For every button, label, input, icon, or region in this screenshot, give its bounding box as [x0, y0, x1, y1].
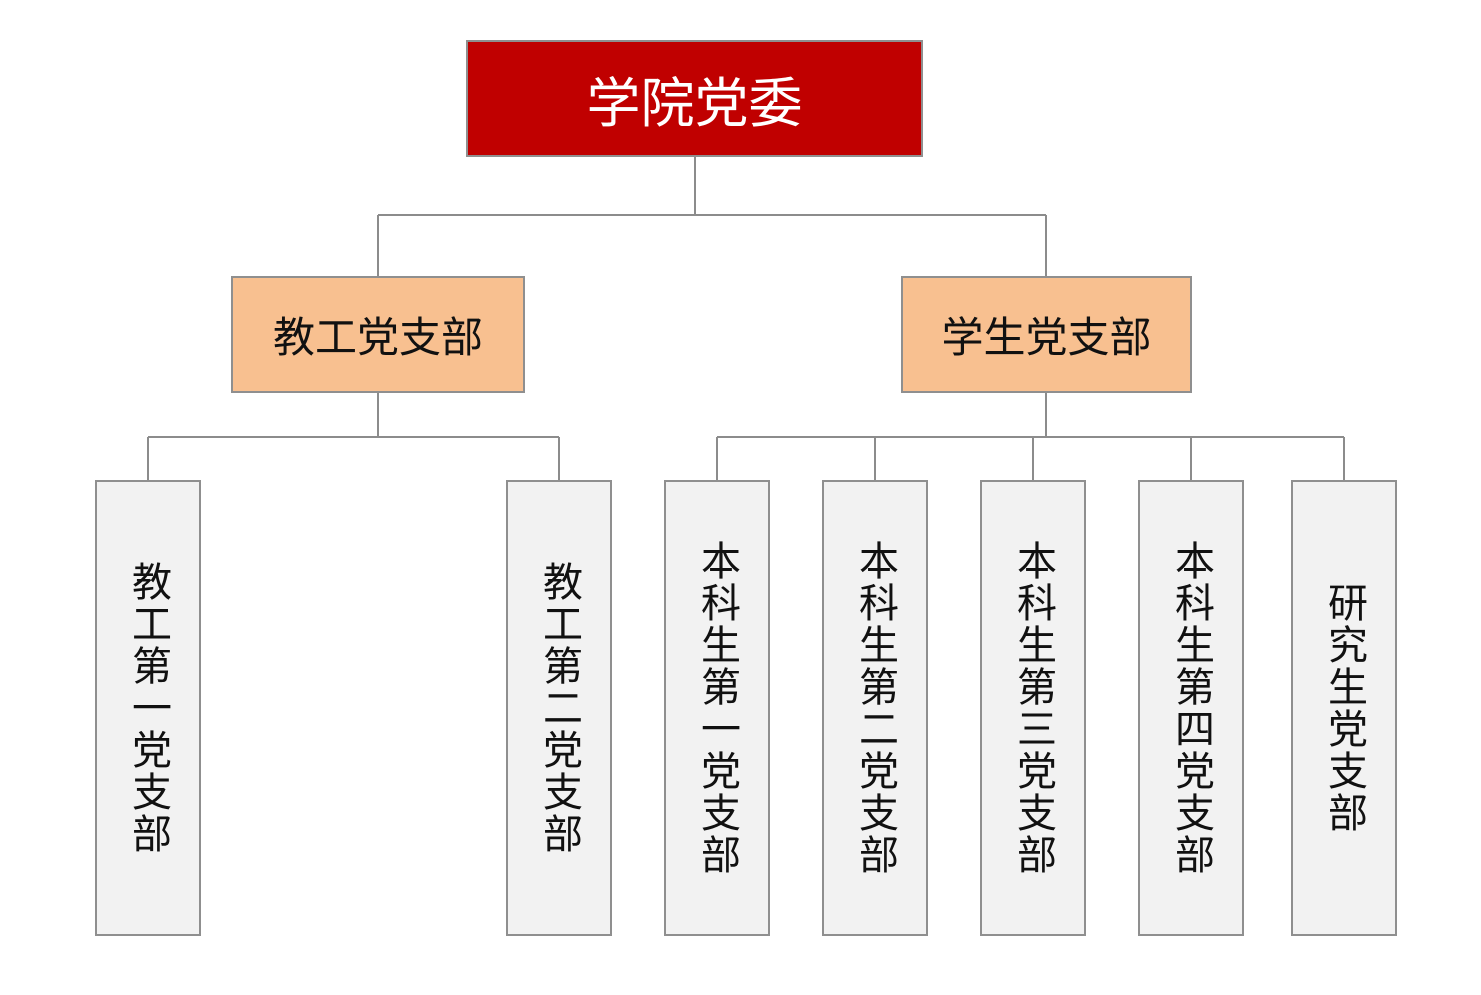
leaf-node-teacher-1: 教工第一党支部: [95, 480, 201, 936]
branch-label-teacher: 教工党支部: [272, 313, 483, 362]
branch-node-teacher: 教工党支部: [231, 276, 525, 393]
branch-node-student: 学生党支部: [901, 276, 1192, 393]
leaf-label-undergrad-4: 本科生第四党支部: [1168, 540, 1214, 876]
leaf-label-teacher-2: 教工第二党支部: [536, 561, 582, 855]
leaf-label-graduate: 研究生党支部: [1321, 582, 1367, 834]
root-node: 学院党委: [466, 40, 923, 157]
leaf-node-undergrad-1: 本科生第一党支部: [664, 480, 770, 936]
leaf-label-undergrad-3: 本科生第三党支部: [1010, 540, 1056, 876]
leaf-node-undergrad-4: 本科生第四党支部: [1138, 480, 1244, 936]
leaf-node-undergrad-2: 本科生第二党支部: [822, 480, 928, 936]
leaf-label-undergrad-2: 本科生第二党支部: [852, 540, 898, 876]
leaf-node-undergrad-3: 本科生第三党支部: [980, 480, 1086, 936]
leaf-node-graduate: 研究生党支部: [1291, 480, 1397, 936]
leaf-node-teacher-2: 教工第二党支部: [506, 480, 612, 936]
leaf-label-undergrad-1: 本科生第一党支部: [694, 540, 740, 876]
branch-label-student: 学生党支部: [941, 313, 1152, 362]
root-label: 学院党委: [586, 72, 803, 135]
leaf-label-teacher-1: 教工第一党支部: [125, 561, 171, 855]
